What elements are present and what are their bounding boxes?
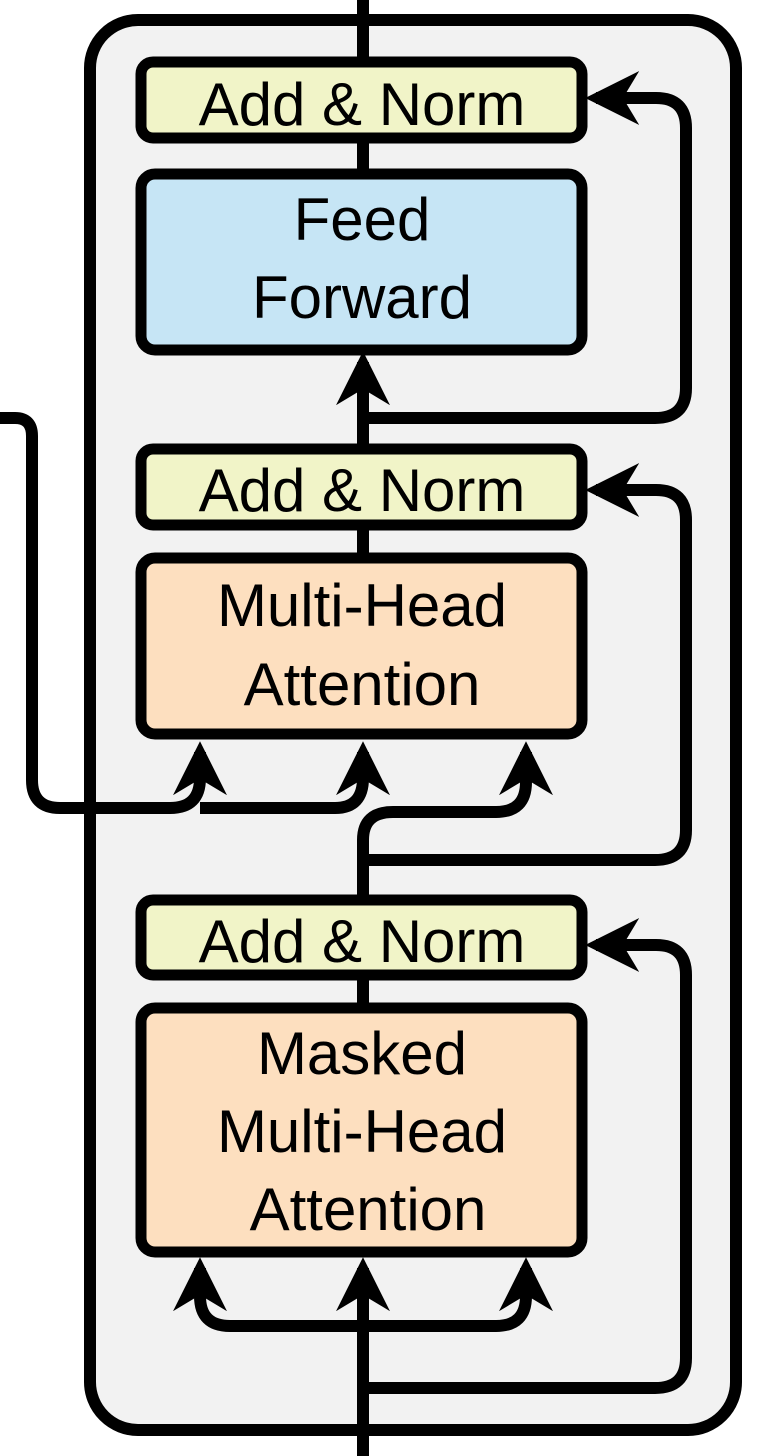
masked-multi-head-attention-block: Masked Multi-Head Attention xyxy=(135,1002,588,1258)
add-norm-middle-block: Add & Norm xyxy=(135,443,588,531)
query-input-arrow xyxy=(357,741,553,860)
masked-attention-input-fanout xyxy=(173,1257,553,1332)
feed-forward-block: Feed Forward xyxy=(135,168,588,356)
add-norm-top-block: Add & Norm xyxy=(135,56,588,144)
feed-forward-label-line2: Forward xyxy=(252,264,472,331)
multi-head-attention-label-line2: Attention xyxy=(244,651,481,718)
masked-attention-label-line2: Multi-Head xyxy=(217,1098,507,1165)
residual-connection-top xyxy=(363,71,692,424)
masked-attention-label-line3: Attention xyxy=(250,1176,487,1243)
encoder-value-arrow xyxy=(200,741,390,814)
masked-attention-label-line1: Masked xyxy=(257,1020,467,1087)
add-norm-bottom-label: Add & Norm xyxy=(199,908,526,975)
add-norm-bottom-block: Add & Norm xyxy=(135,894,588,981)
add-norm-middle-label: Add & Norm xyxy=(199,457,526,524)
feed-forward-label-line1: Feed xyxy=(294,186,431,253)
residual-connection-bottom xyxy=(363,918,692,1394)
encoder-output-connection xyxy=(0,412,227,814)
multi-head-attention-label-line1: Multi-Head xyxy=(217,572,507,639)
multi-head-attention-block: Multi-Head Attention xyxy=(135,552,588,740)
add-norm-top-label: Add & Norm xyxy=(199,71,526,138)
residual-connection-middle xyxy=(363,463,692,866)
